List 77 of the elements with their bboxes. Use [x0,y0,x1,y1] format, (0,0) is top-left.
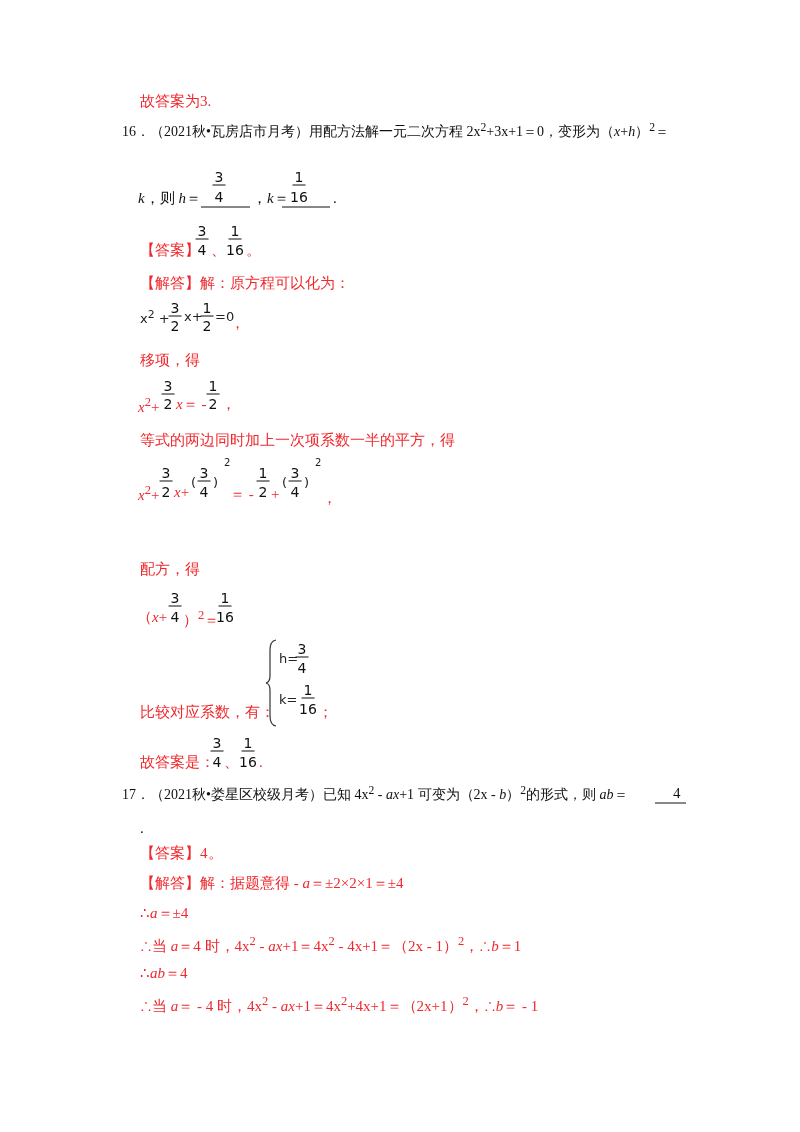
answer-text: 移项，得 [140,351,200,369]
answer-text: ∴ab＝4 [140,964,188,982]
answer-text: x＝ - [176,395,207,413]
fraction-denominator: 16 [238,754,258,770]
fraction-denominator: 2 [162,396,174,412]
fraction-numerator: 3 [288,464,302,482]
text-line: k，则 h＝ [138,189,201,207]
fraction-numerator: 3 [161,377,175,395]
fraction-numerator: 3 [168,589,182,607]
formula-text: ( [282,474,288,492]
fraction-denominator: 16 [298,701,318,717]
answer-text: ∴当 a＝4 时，4x$^{2}$ - ax+1＝4x$^{2}$ - 4x+1＝（2x - 1）$^{2}$，∴b＝1 [140,932,522,955]
fraction-numerator: 1 [206,377,220,395]
answer-text: ＝ - [230,485,254,503]
formula-text: ) [213,474,219,492]
fraction-numerator: 3 [168,299,182,317]
answer-text: x+ [174,483,190,501]
answer-text: x$^{2}$+ [138,393,160,416]
fraction-numerator: 3 [212,168,226,186]
answer-text: ， [221,395,236,413]
formula-text: x+ [184,308,203,326]
answer-text: 、 [224,753,239,771]
formula-text: ( [191,474,197,492]
answer-text: + [271,485,280,503]
answer-text: 【答案】4。 [140,844,223,862]
answer-text: 、 [211,241,226,259]
fraction-denominator: 4 [289,484,301,500]
fraction-numerator: 3 [210,734,224,752]
formula-text: x$^{2}$ + [140,306,170,329]
text-line: 4 [673,784,681,802]
text-line: . [333,189,337,207]
fraction-denominator: 2 [160,484,172,500]
fraction-numerator: 3 [159,464,173,482]
formula-text: k= [279,691,298,709]
fraction-numerator: 1 [228,222,242,240]
fraction-numerator: 1 [256,464,270,482]
fraction-denominator: 2 [207,396,219,412]
fraction-denominator: 2 [202,318,213,334]
exponent: 2 [315,456,322,470]
fraction-denominator: 4 [297,660,308,676]
fraction-numerator: 1 [218,589,232,607]
answer-text: 【解答】解：原方程可以化为： [140,274,350,292]
answer-text: 。 [246,241,261,259]
answer-text: 故答案为3. [140,92,212,110]
answer-text: ∴a＝±4 [140,904,189,922]
fraction-denominator: 4 [169,609,181,625]
answer-text: . [259,753,263,771]
question-text: 16．（2021秋•瓦房店市月考）用配方法解一元二次方程 2x$^{2}$+3x+1＝0，变形为（x+h）$^{2}$＝ [122,119,669,142]
text-line: . [140,819,144,837]
fraction-denominator: 16 [289,189,309,205]
fraction-numerator: 3 [295,640,309,658]
fraction-numerator: 3 [195,222,209,240]
answer-text: （x+ [137,608,168,626]
answer-text: 比较对应系数，有： [140,703,275,721]
answer-text: ， [322,489,337,507]
question-text: 17．（2021秋•娄星区校级月考）已知 4x$^{2}$ - ax+1 可变为（2x - b）$^{2}$的形式，则 ab＝ [122,782,628,805]
fraction-denominator: 16 [225,242,245,258]
text-line: ，k＝ [252,189,289,207]
fraction-numerator: 1 [241,734,255,752]
fraction-numerator: 1 [292,168,306,186]
fraction-numerator: 1 [301,681,315,699]
answer-text: 【解答】解：据题意得 - a＝±2×2×1＝±4 [140,874,404,892]
fraction-numerator: 3 [197,464,211,482]
fraction-denominator: 4 [196,242,208,258]
fraction-denominator: 2 [169,318,181,334]
answer-text: ； [318,703,333,721]
answer-text: x$^{2}$+ [138,481,160,504]
answer-text: 配方，得 [140,560,200,578]
exponent: 2 [224,456,231,470]
answer-text: 等式的两边同时加上一次项系数一半的平方，得 [140,431,455,449]
fraction-numerator: 1 [200,299,214,317]
fraction-denominator: 4 [198,484,210,500]
formula-text: ) [304,474,310,492]
fraction-denominator: 4 [213,189,225,205]
fraction-denominator: 4 [211,754,223,770]
fraction-denominator: 2 [257,484,269,500]
answer-text: ∴当 a＝ - 4 时，4x$^{2}$ - ax+1＝4x$^{2}$+4x+1＝（2x+1）$^{2}$，∴b＝ - 1 [140,992,539,1015]
